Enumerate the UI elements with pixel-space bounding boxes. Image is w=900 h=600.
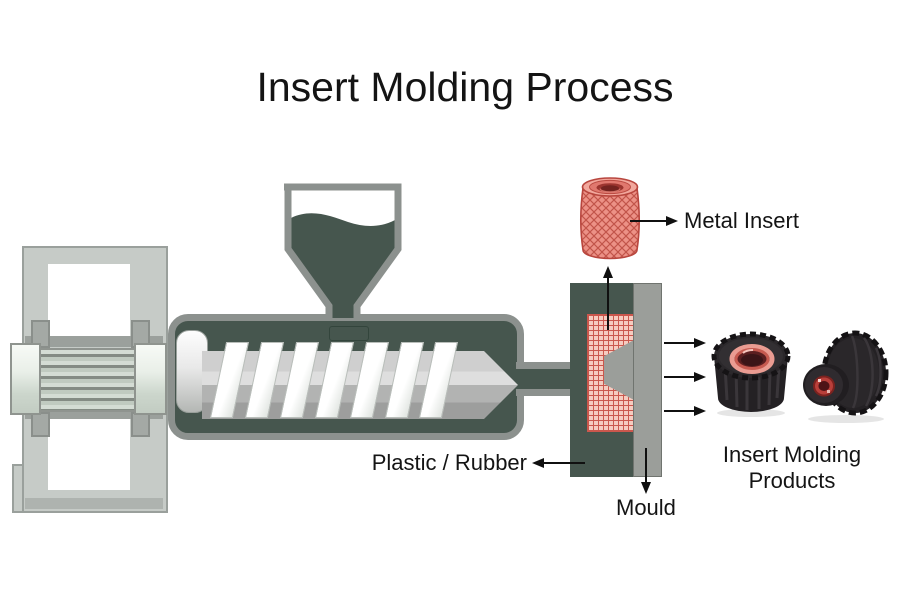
knob-shadow: [808, 415, 884, 423]
knob-insert-glow-ring: [729, 344, 775, 374]
arrow-to-mould-label: [641, 448, 651, 494]
hopper: [284, 183, 402, 318]
knob-insert-fleck: [827, 390, 830, 393]
plastic-rubber-label: Plastic / Rubber: [371, 450, 527, 475]
product-knob-top-view: [711, 331, 791, 417]
arrow-head-up-icon: [603, 266, 613, 278]
arrow-shaft: [645, 448, 647, 486]
metal-insert-label: Metal Insert: [684, 208, 799, 233]
barrel-feed-opening: [329, 326, 369, 341]
products-label-line2: Products: [748, 468, 836, 493]
products-label-line1: Insert Molding: [722, 442, 862, 467]
knob-body-ribs: [723, 364, 781, 410]
arrow-head-right-icon: [694, 338, 706, 348]
knob-insert-highlight: [742, 348, 754, 354]
hopper-material: [291, 213, 395, 304]
frame-rail-bottom: [25, 411, 163, 419]
knob-insert-hole: [741, 354, 763, 366]
mould-label: Mould: [616, 495, 676, 520]
arrow-shaft: [540, 462, 585, 464]
arrow-to-plastic-rubber-label: [532, 458, 585, 468]
arrow-eject-middle: [664, 372, 706, 382]
nozzle-channel-inner: [505, 369, 571, 389]
hopper-wall-left: [284, 187, 333, 318]
arrow-head-down-icon: [641, 482, 651, 494]
frame-window-top: [48, 264, 130, 344]
motor-end-cap-right: [134, 343, 167, 415]
motor-end-cap-left: [10, 343, 41, 415]
arrow-shaft: [607, 274, 609, 330]
metal-insert-illustration: [579, 177, 641, 260]
hopper-wall-right: [284, 183, 402, 318]
arrow-head-right-icon: [694, 372, 706, 382]
knob-shadow: [717, 409, 785, 417]
insert-knurl-texture: [579, 187, 641, 260]
arrow-insert-into-mold: [603, 266, 613, 330]
knob-insert-fleck: [818, 379, 821, 382]
arrow-shaft: [630, 220, 670, 222]
arrow-eject-bottom: [664, 406, 706, 416]
arrow-shaft: [664, 410, 698, 412]
arrow-head-right-icon: [666, 216, 678, 226]
diagram-title: Insert Molding Process: [256, 64, 674, 110]
knob-drum-ribs: [850, 335, 882, 409]
frame-window-bottom: [48, 412, 130, 490]
arrow-shaft: [664, 376, 698, 378]
machine-frame-base-band: [25, 498, 163, 509]
hopper-neck-material: [332, 304, 354, 318]
insert-thread-hint: [599, 188, 621, 193]
mold-core-plate: [633, 283, 662, 477]
arrow-head-left-icon: [532, 458, 544, 468]
knob-insert-hole: [818, 381, 830, 391]
arrow-shaft: [664, 342, 698, 344]
motor-ribbed-body: [38, 348, 137, 412]
bearing-block: [131, 412, 150, 437]
frame-rail-top: [25, 336, 163, 345]
bearing-block: [31, 412, 50, 437]
insert-bore-shadow: [601, 185, 619, 192]
products-label: Insert Molding Products: [702, 442, 882, 494]
arrow-eject-top: [664, 338, 706, 348]
arrow-to-metal-insert-label: [630, 216, 678, 226]
arrow-head-right-icon: [694, 406, 706, 416]
product-knob-side-view: [803, 330, 889, 423]
